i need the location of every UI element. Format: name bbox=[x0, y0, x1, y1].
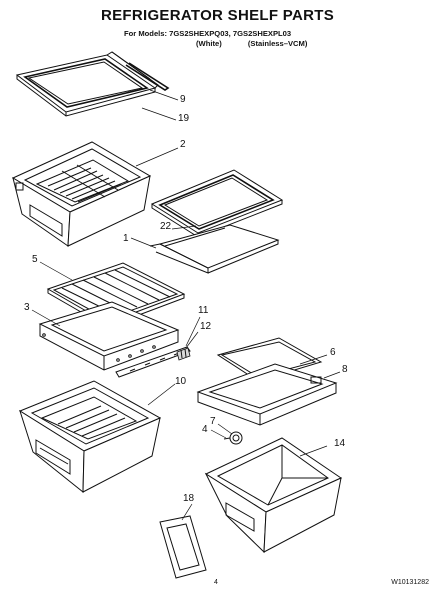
callout-10: 10 bbox=[175, 376, 187, 387]
variant-white: (White) bbox=[196, 39, 222, 48]
part-top-glass-shelf bbox=[15, 51, 159, 117]
callout-5: 5 bbox=[32, 254, 38, 265]
part-drawer-cover-frame-8 bbox=[196, 363, 338, 426]
callout-2: 2 bbox=[180, 139, 186, 150]
page-number: 4 bbox=[214, 579, 218, 586]
part-cover-frame-3 bbox=[38, 301, 180, 371]
model-variants: (White) (Stainless–VCM) bbox=[196, 39, 329, 48]
part-label-frame-18 bbox=[159, 515, 207, 579]
callout-22: 22 bbox=[160, 221, 172, 232]
callout-18: 18 bbox=[183, 493, 195, 504]
part-knob-7 bbox=[223, 431, 243, 445]
callout-1: 1 bbox=[123, 233, 129, 244]
callout-9: 9 bbox=[180, 94, 186, 105]
part-humidity-slide-11 bbox=[115, 346, 191, 378]
variant-stainless: (Stainless–VCM) bbox=[247, 39, 308, 48]
callout-4: 4 bbox=[202, 424, 208, 435]
part-glass-panel-6 bbox=[216, 337, 323, 382]
part-large-bin-14 bbox=[204, 437, 343, 554]
document-number: W10131282 bbox=[391, 579, 429, 586]
callout-8: 8 bbox=[342, 364, 348, 375]
part-control-knob-12 bbox=[176, 347, 191, 361]
part-shelf-trim bbox=[125, 62, 170, 91]
callout-14: 14 bbox=[334, 438, 346, 449]
part-shelf-tray-1 bbox=[149, 224, 280, 274]
part-lower-crisper-drawer bbox=[18, 380, 162, 494]
callout-12: 12 bbox=[200, 321, 212, 332]
part-glass-shelf-22 bbox=[150, 169, 284, 238]
part-upper-crisper-drawer bbox=[11, 141, 152, 247]
models-line: For Models: 7GS2SHEXPQ03, 7GS2SHEXPL03 bbox=[124, 29, 292, 38]
leader-lines bbox=[31, 89, 341, 521]
callout-19: 19 bbox=[178, 113, 190, 124]
callout-7: 7 bbox=[210, 416, 216, 427]
callout-3: 3 bbox=[24, 302, 30, 313]
callout-11: 11 bbox=[198, 305, 209, 316]
page-title: REFRIGERATOR SHELF PARTS bbox=[100, 7, 335, 24]
callout-6: 6 bbox=[330, 347, 336, 358]
